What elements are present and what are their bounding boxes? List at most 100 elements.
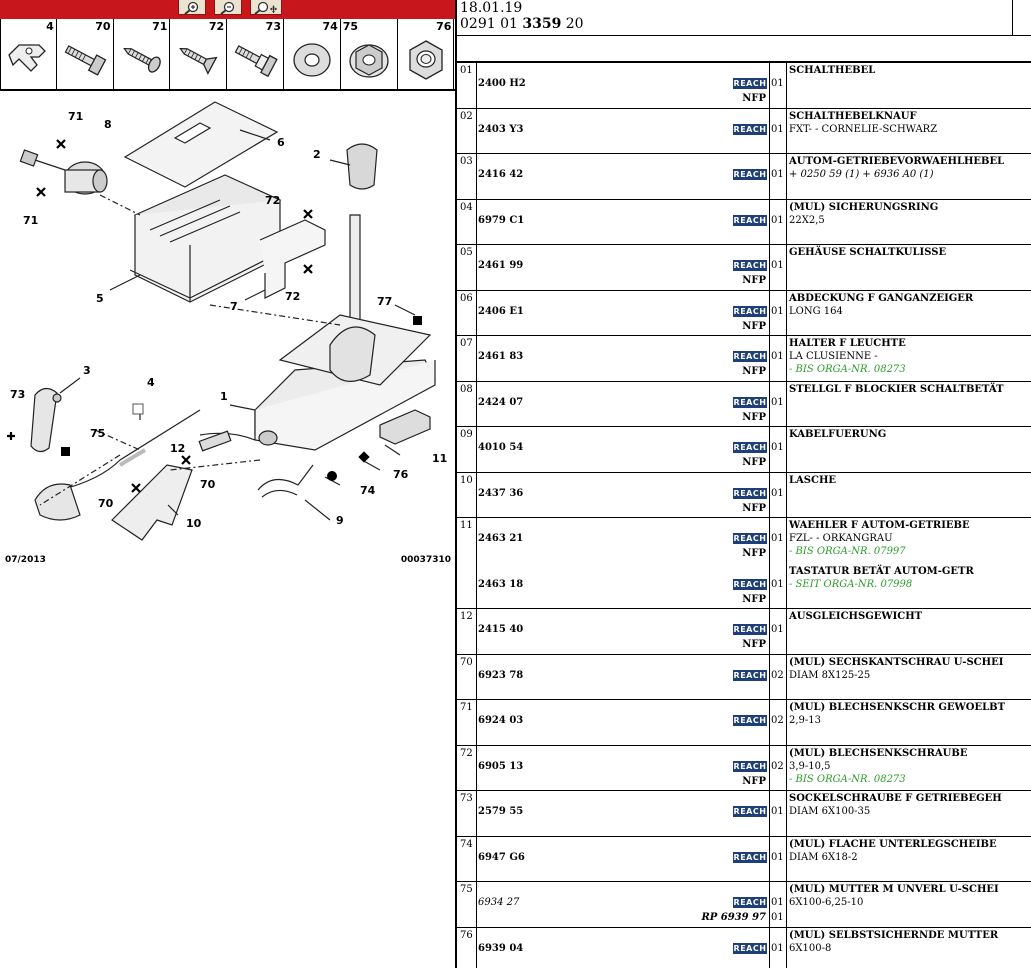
thumb-part-70[interactable]: 70 (57, 19, 114, 89)
callout-11[interactable]: 11 (432, 452, 447, 465)
part-number[interactable]: 6939 04 (478, 942, 524, 954)
part-number[interactable]: 6905 13 (478, 760, 524, 772)
reach-badge[interactable]: REACH (733, 214, 767, 226)
thumb-part-71[interactable]: 71 (114, 19, 171, 89)
callout-76[interactable]: 76 (393, 468, 409, 481)
reach-badge[interactable]: REACH (733, 942, 767, 954)
thumb-part-76[interactable]: 76 (398, 19, 455, 89)
reach-badge[interactable]: REACH (733, 715, 767, 726)
reach-badge[interactable]: REACH (733, 897, 767, 908)
reach-badge[interactable]: REACH (733, 123, 767, 135)
part-number[interactable]: 2400 H2 (478, 78, 526, 89)
callout-7[interactable]: 7 (230, 300, 238, 313)
part-description: KABELFUERUNG (789, 429, 887, 440)
callout-72[interactable]: 72 (285, 290, 300, 303)
part-number[interactable]: 2403 Y3 (478, 123, 524, 135)
part-number[interactable]: 6924 03 (478, 715, 524, 726)
callout-74[interactable]: 74 (360, 484, 376, 497)
part-number[interactable]: 6934 27 (478, 897, 520, 908)
reach-badge[interactable]: REACH (733, 533, 767, 544)
reach-badge[interactable]: REACH (733, 78, 767, 89)
callout-72[interactable]: 72 (265, 194, 280, 207)
callout-3[interactable]: 3 (83, 364, 91, 377)
zoom-fit-button[interactable] (250, 0, 282, 15)
part-number[interactable]: 2415 40 (478, 624, 524, 635)
part-number[interactable]: 2424 07 (478, 396, 524, 408)
thumb-part-72[interactable]: 72 (170, 19, 228, 89)
part-number[interactable]: 2463 21 (478, 533, 524, 544)
zoom-in-button[interactable] (178, 0, 206, 15)
reach-badge[interactable]: REACH (733, 305, 767, 317)
callout-10[interactable]: 10 (186, 517, 202, 530)
part-number-cell: 2406 E1 REACH NFP (477, 290, 770, 335)
callout-70[interactable]: 70 (200, 478, 216, 491)
quantity-cell: 01 (770, 290, 787, 335)
callout-73[interactable]: 73 (10, 388, 25, 401)
reach-badge[interactable]: REACH (733, 624, 767, 635)
part-number[interactable]: 2437 36 (478, 487, 524, 499)
part-number[interactable]: 2463 18 (478, 578, 524, 590)
callout-71[interactable]: 71 (23, 214, 38, 227)
thumb-part-75[interactable]: 75 (341, 19, 398, 89)
part-number[interactable]: 2461 99 (478, 260, 524, 271)
part-number[interactable]: 6947 G6 (478, 851, 525, 863)
replacement-part[interactable]: RP 6939 97 (701, 912, 766, 923)
part-number[interactable]: 4010 54 (478, 442, 524, 453)
part-number[interactable]: 2461 83 (478, 351, 524, 362)
reach-badge[interactable]: REACH (733, 851, 767, 863)
callout-1[interactable]: 1 (220, 390, 228, 403)
callout-77[interactable]: 77 (377, 295, 392, 308)
reach-badge[interactable]: REACH (733, 260, 767, 271)
reach-badge[interactable]: REACH (733, 669, 767, 681)
part-number[interactable]: 2406 E1 (478, 305, 524, 317)
thumb-part-73[interactable]: 73 (227, 19, 284, 89)
reach-badge[interactable]: REACH (733, 487, 767, 499)
reach-badge[interactable]: REACH (733, 169, 767, 180)
part-number[interactable]: 2579 55 (478, 806, 524, 817)
callout-9[interactable]: 9 (336, 514, 344, 527)
part-number[interactable]: 6979 C1 (478, 214, 525, 226)
reach-badge[interactable]: REACH (733, 351, 767, 362)
callout-6[interactable]: 6 (277, 136, 285, 149)
part-number[interactable]: 2416 42 (478, 169, 524, 180)
callout-4[interactable]: 4 (147, 376, 155, 389)
callout-2[interactable]: 2 (313, 148, 321, 161)
callout-75[interactable]: 75 (90, 427, 105, 440)
reach-badge[interactable]: REACH (733, 578, 767, 590)
thumb-part-74[interactable]: 74 (284, 19, 341, 89)
callout-71[interactable]: 71 (68, 110, 83, 123)
thumb-part-4[interactable]: 4 (0, 19, 57, 89)
nfp-flag: NFP (742, 320, 766, 332)
callout-8[interactable]: 8 (104, 118, 112, 131)
callout-5[interactable]: 5 (96, 292, 104, 305)
reach-badge[interactable]: REACH (733, 806, 767, 817)
reach-badge[interactable]: REACH (733, 396, 767, 408)
reach-badge[interactable]: REACH (733, 760, 767, 772)
quantity: 01 (771, 851, 784, 863)
callout-12[interactable]: 12 (170, 442, 185, 455)
part-number[interactable]: 6923 78 (478, 669, 524, 681)
callout-70[interactable]: 70 (98, 497, 114, 510)
zoom-out-button[interactable] (214, 0, 242, 15)
reach-badge[interactable]: REACH (733, 442, 767, 453)
